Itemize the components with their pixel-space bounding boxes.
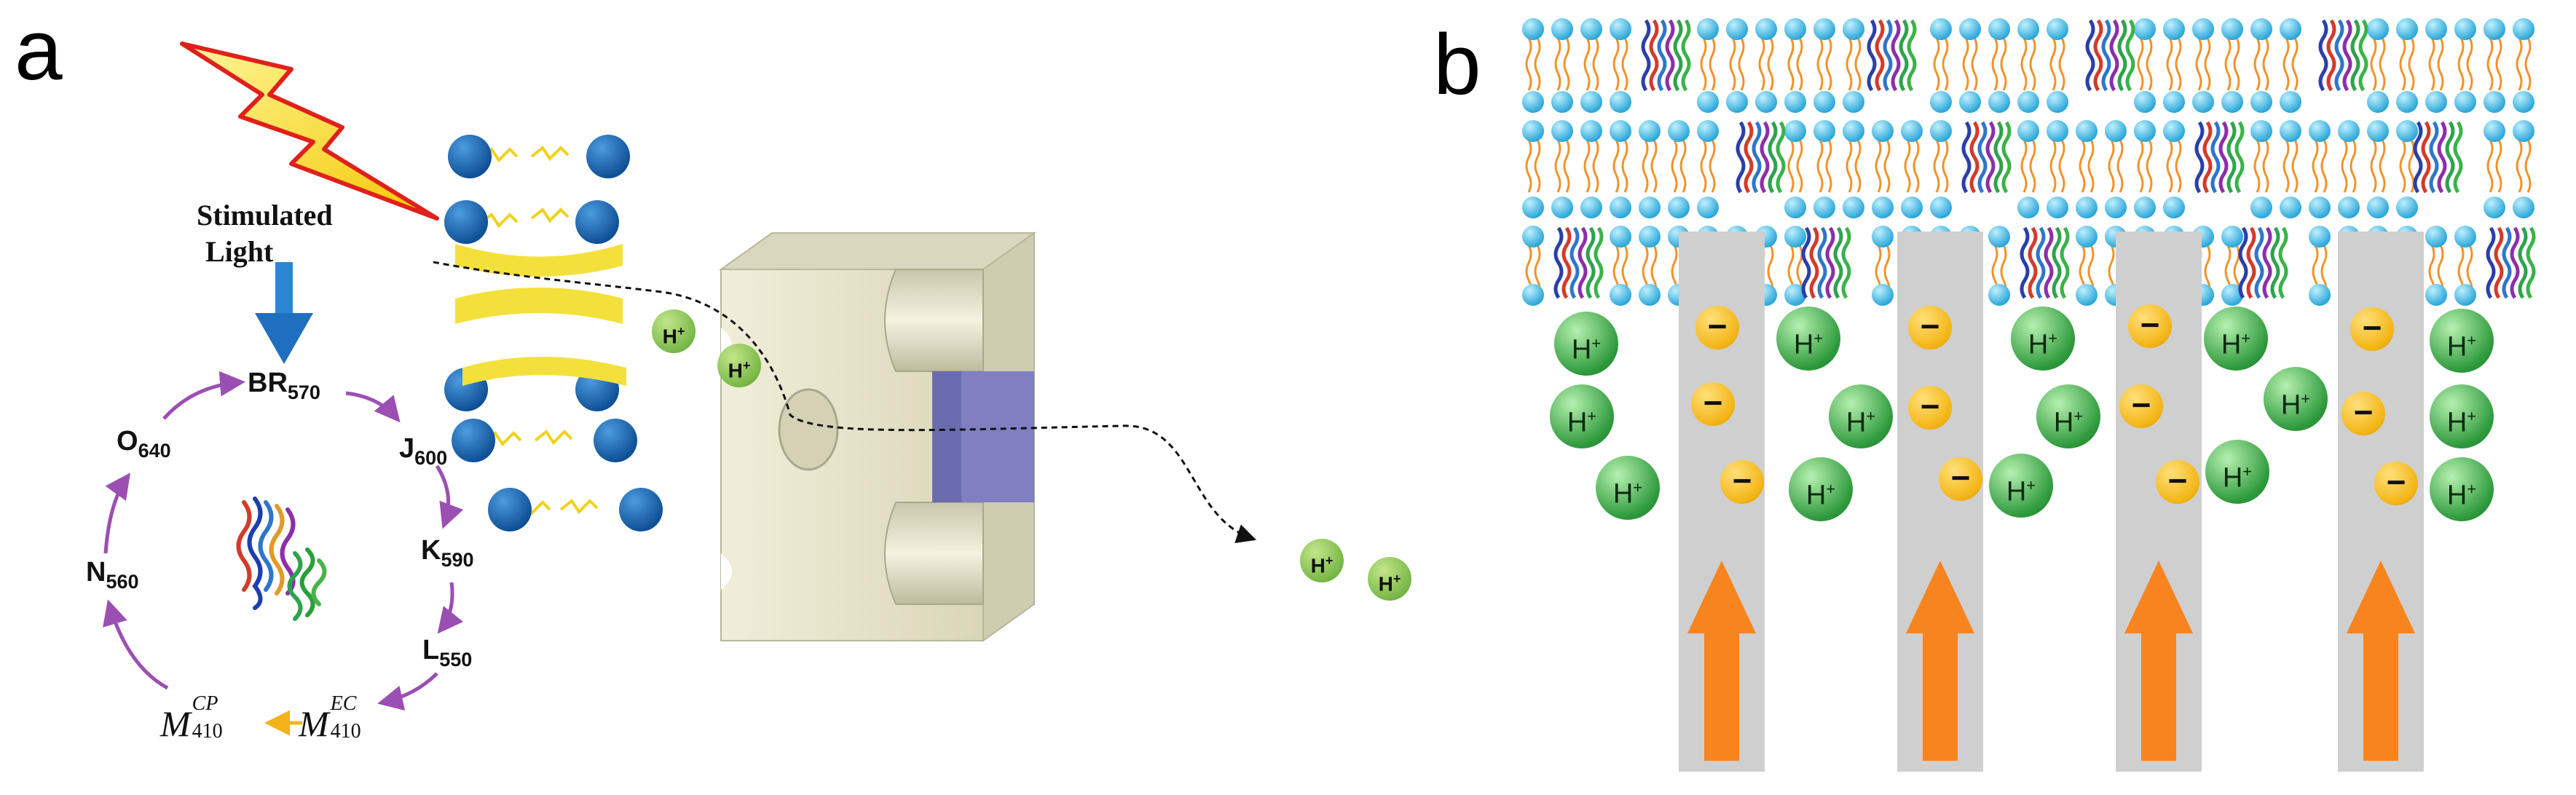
state-l550: L550 — [422, 635, 473, 671]
lipid-bilayer-channel — [444, 135, 663, 531]
photocycle-arrows — [103, 371, 464, 711]
anion-b-11: − — [2156, 460, 2199, 504]
proton-b-3: H+ — [2011, 306, 2075, 371]
anion-b-10: − — [1939, 457, 1982, 501]
protein-icon — [1736, 121, 1786, 194]
lightning-bolt-icon — [180, 41, 439, 221]
proton-b-8: H+ — [2036, 384, 2100, 448]
anion-b-8: − — [2341, 392, 2385, 435]
state-k590: K590 — [421, 535, 474, 571]
lipid-row-2 — [1522, 120, 2534, 218]
proton-path — [433, 261, 1257, 543]
proton-b-7: H+ — [1829, 384, 1893, 448]
anion-b-6: − — [1908, 386, 1952, 430]
anion-b-7: − — [2119, 384, 2163, 428]
flow-arrow-icon — [2347, 561, 2415, 761]
proton-b-5: H+ — [2430, 309, 2494, 373]
proton-a-4: H+ — [1368, 557, 1411, 601]
anion-b-12: − — [2374, 462, 2418, 505]
protein-icon — [2318, 19, 2368, 92]
state-br570: BR570 — [248, 368, 320, 403]
panel-b-label: b — [1433, 17, 1481, 113]
flow-arrow-icon — [1906, 561, 1974, 761]
protein-icon — [1961, 121, 2012, 194]
panel-a-label: a — [15, 2, 63, 98]
nanochannel-block — [718, 232, 1037, 642]
proton-b-15: H+ — [2430, 457, 2494, 521]
protein-icon — [1553, 226, 1604, 299]
protein-icon — [2194, 121, 2245, 194]
anion-b-5: − — [1691, 382, 1735, 426]
proton-b-10: H+ — [2430, 384, 2494, 448]
protein-icon — [2238, 226, 2288, 299]
light-arrow-icon — [255, 262, 313, 364]
state-n560: N560 — [86, 557, 139, 593]
panel-a-graphics — [103, 41, 1257, 736]
protein-structure-icon — [236, 497, 327, 621]
proton-a-1: H+ — [652, 309, 696, 353]
proton-b-4: H+ — [2204, 306, 2268, 371]
flow-arrow-icon — [1687, 561, 1756, 761]
flow-arrow-icon — [2124, 561, 2193, 761]
state-o640: O640 — [117, 426, 171, 462]
lipid-row-1 — [1522, 18, 2534, 113]
protein-icon — [2486, 226, 2536, 299]
anion-b-3: − — [2128, 304, 2172, 348]
state-j600: J600 — [399, 433, 448, 469]
stimulated-light-label-line2: Light — [205, 235, 274, 268]
proton-b-12: H+ — [1789, 457, 1853, 521]
anion-b-9: − — [1720, 460, 1764, 504]
proton-b-1: H+ — [1554, 312, 1618, 376]
protein-icon — [1867, 19, 1917, 92]
proton-b-14: H+ — [2205, 440, 2269, 504]
proton-b-13: H+ — [1989, 454, 2053, 518]
protein-icon — [1801, 226, 1851, 299]
protein-icon — [2413, 121, 2463, 194]
protein-icon — [2085, 19, 2135, 92]
anion-b-4: − — [2350, 307, 2394, 351]
protein-icon — [2020, 226, 2070, 299]
stimulated-light-label-line1: Stimulated — [197, 199, 333, 232]
anion-b-2: − — [1908, 306, 1952, 349]
anion-b-1: − — [1695, 306, 1739, 349]
proton-b-9: H+ — [2264, 367, 2328, 431]
protein-icon — [1641, 19, 1691, 92]
proton-b-2: H+ — [1776, 306, 1840, 371]
proton-a-2: H+ — [717, 344, 761, 387]
proton-b-11: H+ — [1596, 456, 1660, 520]
proton-b-6: H+ — [1550, 384, 1614, 448]
proton-a-3: H+ — [1300, 539, 1344, 582]
